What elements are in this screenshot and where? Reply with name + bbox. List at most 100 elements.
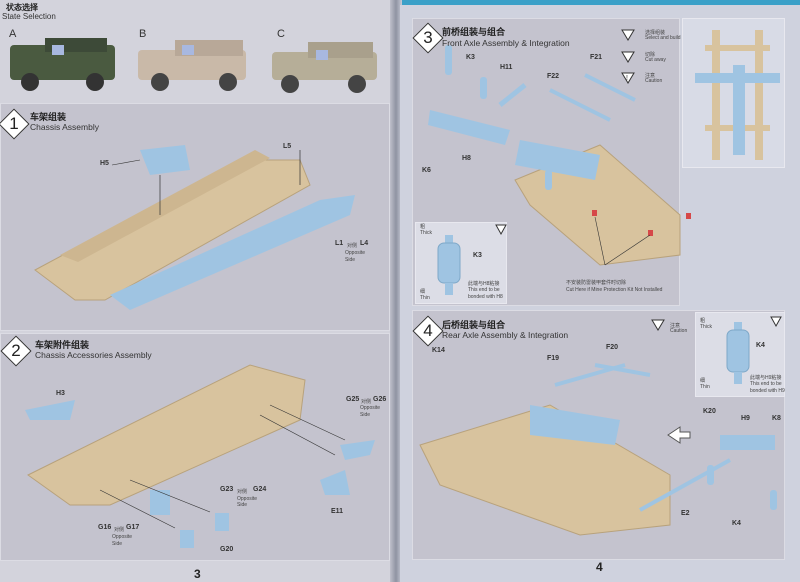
step4-caution-cn: 注意 — [670, 323, 681, 329]
vehicle-b — [138, 40, 246, 91]
page-gutter — [390, 0, 402, 582]
cut-note: Cut Here if Mine Protection Kit Not Inst… — [566, 287, 663, 293]
option-b-label: B — [139, 28, 147, 40]
step4-title: Rear Axle Assembly & Integration — [442, 330, 569, 340]
label-e2: E2 — [681, 510, 690, 517]
label-k3: K3 — [466, 54, 475, 61]
step2-number: 2 — [11, 341, 21, 360]
label-l4: L4 — [360, 240, 369, 247]
svg-text:!: ! — [626, 75, 628, 82]
label-k6: K6 — [422, 167, 431, 174]
label-opposite-cn-g16: 对侧 — [114, 527, 125, 533]
label-h5: H5 — [100, 160, 109, 167]
spring-k3-drawing — [437, 224, 507, 295]
k3-thin-cn: 细 — [420, 289, 426, 295]
step4-diagram — [419, 316, 782, 536]
k3-thick-label: Thick — [420, 230, 432, 236]
label-side-g23: Side — [237, 502, 248, 508]
part-g16 — [150, 490, 170, 515]
label-side-g25: Side — [360, 412, 371, 418]
label-side: Side — [345, 257, 356, 263]
part-g20 — [180, 530, 194, 548]
label-g25: G25 — [346, 396, 360, 403]
step2-title: Chassis Accessories Assembly — [35, 350, 152, 360]
legend-caution-cn: 注意 — [645, 73, 656, 79]
option-a-label: A — [9, 28, 17, 40]
k4-bond-2: bonded with H9 — [750, 388, 785, 394]
select-and-build-icon — [621, 29, 635, 41]
label-k4: K4 — [732, 520, 741, 527]
label-opposite-cn-g25: 对侧 — [361, 399, 372, 405]
label-l1: L1 — [335, 240, 344, 247]
step4-caution: Caution — [670, 328, 688, 334]
label-opposite-cn-g23: 对侧 — [237, 489, 248, 495]
legend-cut-cn: 切除 — [645, 52, 656, 58]
cut-away-icon — [621, 51, 635, 63]
label-opposite: Opposite — [345, 250, 366, 256]
k4-bond-cn: 此端与H9粘接 — [750, 375, 782, 381]
step3-title: Front Axle Assembly & Integration — [442, 38, 570, 48]
step4-number: 4 — [423, 321, 433, 340]
right-page: ! 3 前桥组装与组合 Front Axle Assembly & Integr… — [400, 5, 800, 582]
k3-thick-cn: 粗 — [420, 224, 426, 230]
step1-title-cn: 车架组装 — [30, 112, 67, 122]
part-e11 — [320, 470, 350, 495]
label-k8: K8 — [772, 415, 781, 422]
label-k20: K20 — [703, 408, 716, 415]
cut-note-cn: 不安装防雷装甲套件时切除 — [566, 280, 627, 286]
page-number-3: 3 — [194, 567, 201, 581]
label-h8: H8 — [462, 155, 471, 162]
step4-caution-icon — [651, 319, 665, 331]
part-h3 — [25, 400, 75, 420]
k4-bond-1: This end to be — [750, 381, 782, 387]
k3-bond-2: bonded with H8 — [468, 294, 503, 300]
label-e11: E11 — [331, 508, 344, 515]
label-opposite-g23: Opposite — [237, 496, 258, 502]
label-f19: F19 — [547, 355, 560, 362]
step1-title: Chassis Assembly — [30, 122, 99, 132]
label-f21: F21 — [590, 54, 603, 61]
part-g23 — [215, 513, 229, 531]
label-side-g16: Side — [112, 541, 123, 547]
label-h3: H3 — [56, 390, 65, 397]
k3-thin-label: Thin — [420, 295, 430, 301]
caution-icon: ! — [621, 72, 635, 84]
option-c-label: C — [277, 28, 285, 40]
legend-cut: Cut away — [645, 57, 666, 63]
step3-number: 3 — [423, 28, 433, 47]
k4-thick-cn: 粗 — [700, 318, 706, 324]
legend-select: Select and build — [645, 35, 681, 41]
page-number-4: 4 — [596, 560, 603, 574]
step3-spring-inset — [415, 222, 507, 304]
label-f22: F22 — [547, 73, 560, 80]
part-h5 — [140, 145, 190, 175]
label-opposite-g25: Opposite — [360, 405, 381, 411]
k3-bond-1: This end to be — [468, 287, 500, 293]
top-accent-strip — [402, 0, 800, 5]
k3-bond-cn: 此端与H8粘接 — [468, 281, 500, 287]
label-k14: K14 — [432, 347, 445, 354]
step1-diagram — [34, 145, 355, 310]
k3-inset-label: K3 — [473, 252, 482, 259]
legend-caution: Caution — [645, 78, 663, 84]
label-h11: H11 — [500, 64, 513, 71]
vehicle-c — [272, 42, 377, 93]
part-g25 — [340, 440, 375, 460]
label-g16: G16 — [98, 524, 112, 531]
step2-diagram — [25, 364, 375, 548]
label-f20: F20 — [606, 344, 619, 351]
label-opposite-g16: Opposite — [112, 534, 133, 540]
label-g24: G24 — [253, 486, 267, 493]
vehicle-a — [10, 38, 115, 91]
label-g26: G26 — [373, 396, 387, 403]
step4-title-cn: 后桥组装与组合 — [442, 320, 506, 330]
label-g20: G20 — [220, 546, 234, 553]
step2-title-cn: 车架附件组装 — [35, 340, 90, 350]
k4-thick-label: Thick — [700, 324, 712, 330]
step3-diagram: ! — [428, 29, 780, 266]
k4-thin-label: Thin — [700, 384, 710, 390]
label-l5: L5 — [283, 143, 292, 150]
label-h9: H9 — [741, 415, 750, 422]
k4-thin-cn: 细 — [700, 378, 706, 384]
label-g17: G17 — [126, 524, 140, 531]
